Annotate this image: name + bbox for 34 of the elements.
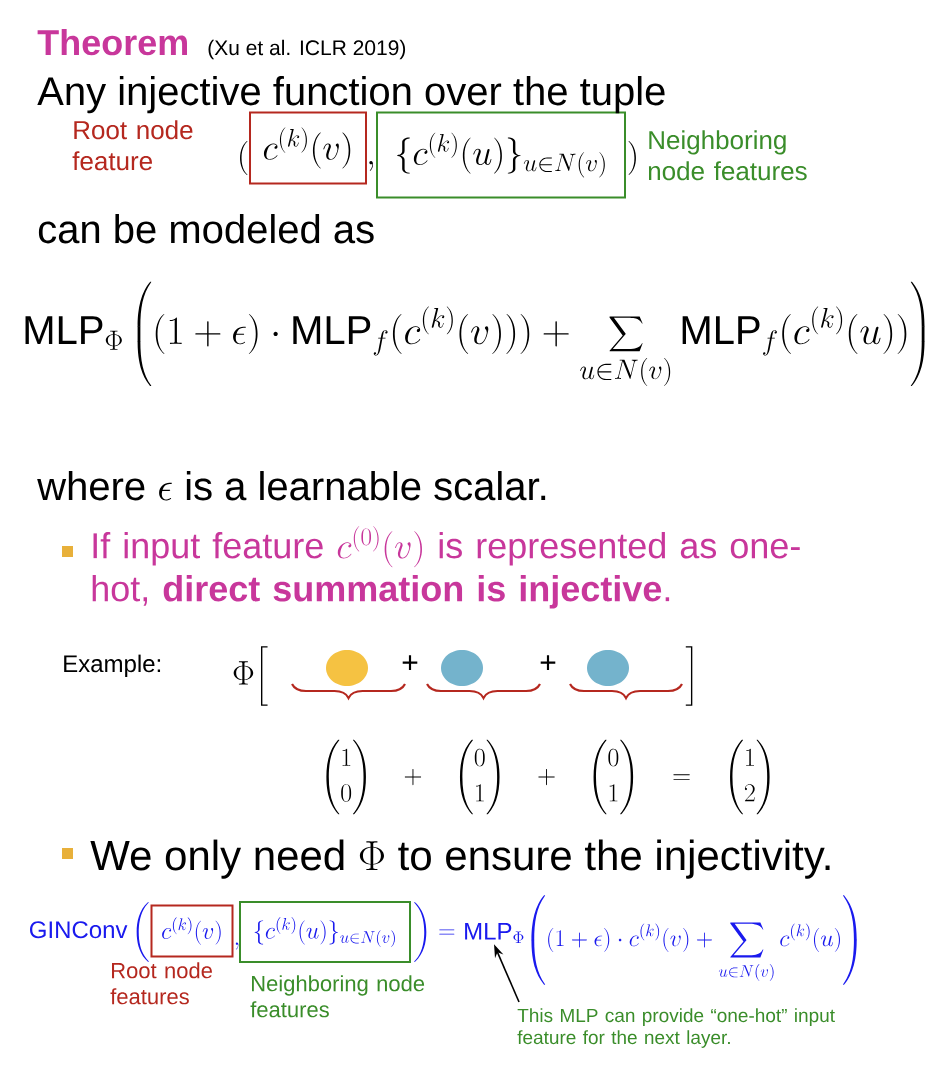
box-caption: Neighboring node features <box>250 975 425 1018</box>
body-text: where $\epsilon$ is a learnable scalar. <box>37 471 546 501</box>
bullet-text: We only need $\Phi$ to ensure the injectivity. <box>90 839 830 879</box>
label: is represented as one- <box>439 532 800 566</box>
box-caption: Neighboring node features <box>648 130 807 181</box>
note-text: This MLP can provide “one-hot” input feature for the next layer. <box>517 1008 835 1048</box>
box-caption: Root node features <box>110 962 212 1005</box>
box-caption: Root node feature <box>72 120 193 171</box>
formula: $\left((1+\epsilon)\cdot c^{(k)}(v)+\sum_{u\in N(v)}c^{(k)}(u)\right)$ <box>531 895 857 985</box>
bullet-text: If input feature $c^{(0)}(v)$ is represented as one-hot, direct summation is injective. <box>92 526 800 609</box>
feature-box: $\{c^{(k)}(u)\}_{u\in N(v)}$ <box>239 901 411 963</box>
body-text: Any injective function over the tuple <box>37 76 665 114</box>
example-label: Example: <box>64 654 161 677</box>
colored-dot <box>441 650 483 686</box>
feature-box: $c^{(k)}(v)$ <box>249 111 367 185</box>
plus-sign: + <box>402 655 418 671</box>
label: If input feature <box>93 532 323 566</box>
label: $c^{(0)}(v)$ <box>337 526 422 568</box>
title: Theorem <box>37 28 187 56</box>
plus-sign: + <box>540 655 556 671</box>
citation: (Xu et al. ICLR 2019) <box>208 39 406 60</box>
square-bracket: $\Big]$ <box>685 646 693 706</box>
formula: $\mathrm{MLP}_{\Phi}$ <box>465 922 524 944</box>
feature-box: $c^{(k)}(v)$ <box>150 904 234 958</box>
comma: $,$ <box>369 161 373 171</box>
formula: $\binom{1}{0}\quad+\quad\binom{0}{1}\quad+\quad\binom{0}{1}\quad=\quad\binom{1}{2}$ <box>326 739 770 815</box>
colored-dot <box>587 650 629 686</box>
label: hot, direct summation is injective. <box>92 575 670 609</box>
body-text: can be modeled as <box>38 214 374 244</box>
formula: $\mathrm{GINConv}\,\bigg($ <box>30 902 149 962</box>
colored-dot <box>326 650 368 686</box>
formula: $\Phi\Big[$ <box>233 646 268 706</box>
formula: $\mathrm{MLP}_{\Phi}\left((1+\epsilon)\cdot\mathrm{MLP}_f(c^{(k)}(v)))+\sum_{u\in N(v)}\mathrm{MLP}_f(c^{(k)}(u))\right)$ <box>25 281 925 387</box>
comma: $,$ <box>235 942 239 950</box>
